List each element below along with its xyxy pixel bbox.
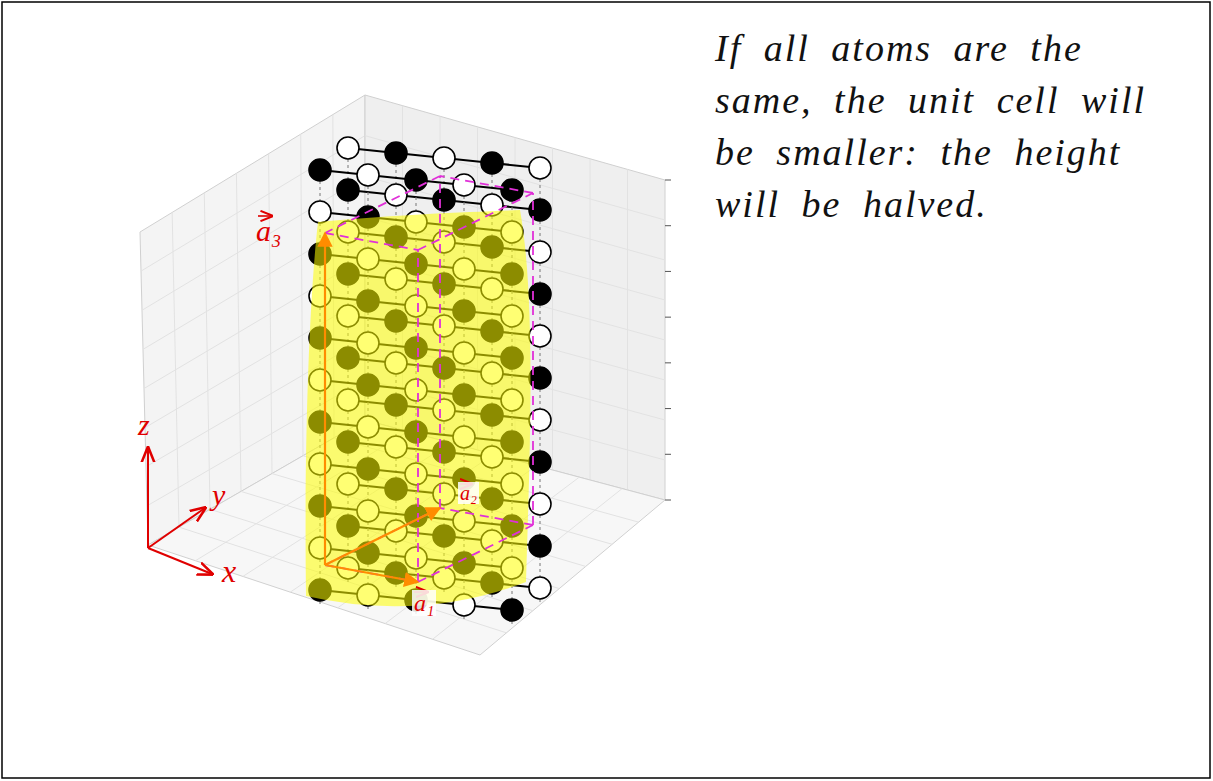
cell-edge: [325, 176, 440, 233]
axis-label: x: [222, 554, 236, 589]
atom: [501, 599, 523, 621]
atom: [529, 157, 551, 179]
cell-edge: [325, 233, 418, 250]
tick: [665, 408, 671, 409]
cell-edge: [324, 233, 326, 565]
tick: [665, 500, 671, 501]
axis-arrows: [148, 448, 212, 574]
tick: [665, 317, 671, 318]
tick: [665, 362, 671, 363]
lattice-vector: [325, 508, 440, 565]
atom: [433, 189, 455, 211]
atom: [357, 164, 379, 186]
cell-edge: [532, 193, 534, 525]
atom: [385, 184, 407, 206]
cell-edge: [418, 525, 533, 582]
cell-edge: [440, 176, 533, 193]
atom: [529, 577, 551, 599]
atom: [433, 147, 455, 169]
cell-edge: [417, 250, 419, 582]
vector-label: a₃: [256, 214, 281, 247]
atom: [453, 174, 475, 196]
cell-edge: [439, 176, 441, 508]
atom: [385, 142, 407, 164]
vector-label: a₂: [458, 482, 479, 504]
tick: [665, 180, 671, 181]
cell-edge: [418, 193, 533, 250]
lattice-vector: [324, 233, 326, 565]
highlight: [306, 210, 531, 606]
tick: [665, 271, 671, 272]
cell-edge: [440, 508, 533, 525]
atom: [529, 535, 551, 557]
axis-label: z: [138, 408, 150, 441]
unit-cell: [325, 176, 533, 582]
atom: [309, 201, 331, 223]
atom: [337, 179, 359, 201]
cell-edge: [325, 565, 418, 582]
atom: [405, 169, 427, 191]
atom: [309, 159, 331, 181]
tick: [665, 225, 671, 226]
axes-panes: [140, 95, 671, 655]
grid-line: [365, 136, 665, 220]
vector-label: a₁: [412, 590, 436, 616]
atom: [337, 137, 359, 159]
tick: [665, 454, 671, 455]
cell-edge: [325, 508, 440, 565]
note-text: If all atoms are the same, the unit cell…: [715, 22, 1195, 230]
axis-label: y: [212, 478, 225, 511]
lattice-vector: [325, 565, 418, 582]
atom: [481, 152, 503, 174]
vector-arrows: [258, 216, 472, 592]
